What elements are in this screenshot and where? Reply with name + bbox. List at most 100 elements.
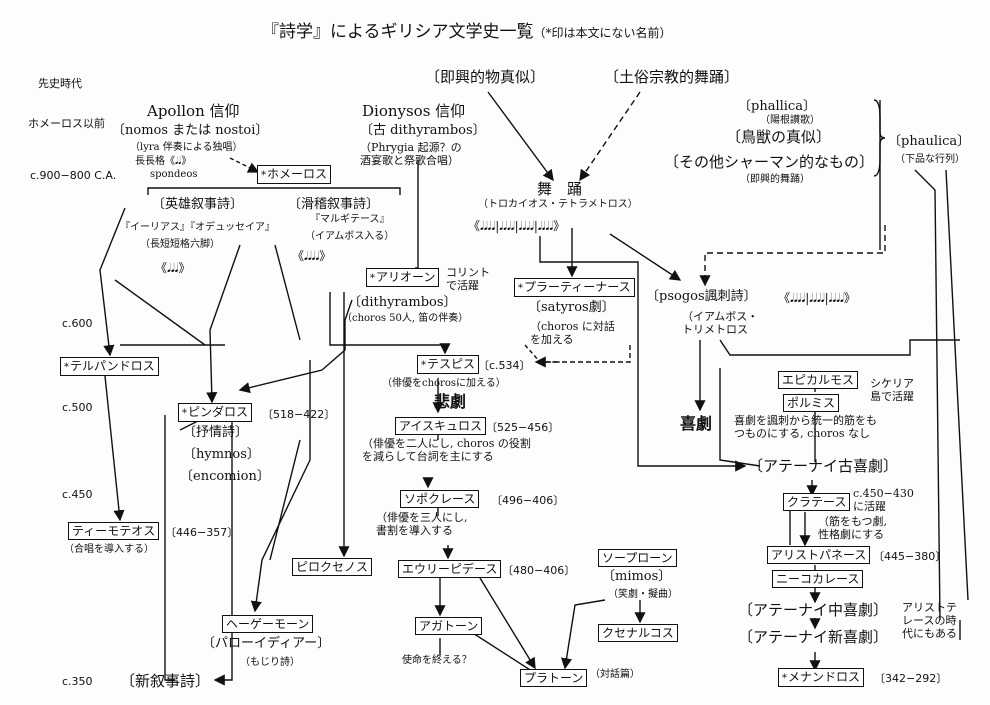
- dithyrambos-note: （choros 50人, 笛の伴奏）: [342, 313, 469, 324]
- mission-note: 使命を終える？: [402, 655, 472, 666]
- parody-note: （もじり詩）: [240, 657, 300, 668]
- phaulica: 〔phaulica〕: [888, 134, 971, 149]
- era-pre-homer: ホメーロス以前: [28, 117, 105, 130]
- sicily-note: シケリア 島で活躍: [870, 377, 914, 404]
- lyric-poetry: 〔抒情詩〕: [183, 425, 249, 440]
- hegemon-box: ヘーゲーモーン: [222, 615, 314, 633]
- phaulica-note: （下品な行列）: [895, 154, 965, 165]
- apollon-cult: Apollon 信仰: [147, 102, 240, 120]
- aeschylus-dates: 〔525−456〕: [486, 421, 560, 434]
- spondeos: spondeos: [150, 169, 198, 180]
- iambos-note: （イアムボス入る）: [305, 231, 395, 242]
- pindar-box: *ピンダロス: [178, 403, 253, 422]
- arion-note: コリント で活躍: [446, 266, 490, 293]
- aeschylus-box: アイスキュロス: [395, 417, 487, 435]
- satyros-play: 〔satyros劇〕: [528, 300, 615, 315]
- new-epic: 〔新叙事詩〕: [120, 672, 211, 690]
- right-brace-icon: [873, 99, 886, 177]
- euripides-box: エウリーピデース: [398, 560, 502, 578]
- comic-symbol: 《𝅘𝅥𝅘𝅥𝅘𝅥𝅘𝅥》: [292, 249, 332, 263]
- new-comedy: 〔アテーナイ新喜劇〕: [738, 628, 889, 646]
- lyra-note: （lyra 伴奏による独唱）: [130, 142, 243, 153]
- tragedy-label: 悲劇: [434, 392, 467, 411]
- shaman-things: 〔その他シャーマン的なもの〕: [664, 153, 875, 171]
- era-c350: c.350: [62, 675, 93, 688]
- era-c600: c.600: [62, 317, 93, 330]
- timotheos-dates: 〔446−357〕: [165, 526, 239, 539]
- pratinas-box: *プラーティーナース: [514, 278, 635, 297]
- phallica-note: （陽根讃歌）: [760, 115, 820, 126]
- timotheos-box: ティーモテオス: [68, 522, 160, 540]
- middle-comedy: 〔アテーナイ中喜劇〕: [738, 601, 889, 619]
- nomos: 〔nomos または nostoi〕: [112, 123, 269, 138]
- comedy-note: 喜劇を諷刺から統一的筋をも つものにする, choros なし: [734, 414, 877, 441]
- crates-note: （筋をもつ劇, 性格劇にする: [818, 515, 888, 542]
- dionysos-cult: Dionysos 信仰: [362, 102, 466, 120]
- crates-dates: c.450−430 に活躍: [853, 487, 914, 514]
- mimos-note: （笑劇・擬曲）: [608, 589, 678, 600]
- aristophanes-box: アリストパネース: [767, 546, 871, 564]
- era-c450: c.450: [62, 488, 93, 501]
- aristophanes-dates: 〔445−380〕: [873, 550, 947, 563]
- margites: 『マルギテース』: [310, 214, 390, 225]
- hexameter: （長短短格六脚）: [140, 239, 220, 250]
- hymnos: 〔hymnos〕: [183, 447, 260, 462]
- timotheos-note: （合唱を導入する）: [64, 544, 154, 555]
- encomion: 〔encomion〕: [180, 469, 270, 484]
- menandros-box: *メナンドロス: [778, 668, 865, 687]
- thespis-dates: 〔c.534〕: [478, 359, 531, 372]
- psogos-symbol: 《𝅘𝅥𝅘𝅥𝅘𝅥𝅘𝅥|𝅘𝅥𝅘𝅥𝅘𝅥𝅘𝅥|𝅘𝅥𝅘𝅥𝅘𝅥𝅘𝅥》: [778, 291, 856, 305]
- terpandros-box: *テルパンドロス: [60, 357, 159, 376]
- animal-mimicry: 〔鳥獣の真似〕: [726, 128, 832, 146]
- crates-box: クラテース: [783, 493, 851, 511]
- psogos-note: （イアムボス・ トリメトロス: [682, 310, 759, 337]
- old-comedy: 〔アテーナイ古喜劇〕: [748, 457, 899, 475]
- comedy-label: 喜劇: [680, 414, 713, 433]
- aeschylus-note: （俳優を二人にし, choros の役割 を減らして台詞を主にする: [362, 437, 531, 464]
- chart-title-note: （*印は本文にない名前）: [533, 26, 672, 40]
- euripides-dates: 〔480−406〕: [502, 564, 576, 577]
- arion-box: *アリオーン: [366, 268, 440, 287]
- dance-sub: （トロカイオス・テトラメトロス）: [478, 199, 638, 210]
- sophron-box: ソープローン: [598, 549, 677, 567]
- phrygia-note: （Phrygia 起源？の 酒宴歌と祭歌合唱）: [360, 141, 462, 168]
- agathon-box: アガトーン: [415, 617, 483, 635]
- homer-box: *ホメーロス: [257, 165, 332, 184]
- satyros-note: （choros に対話 を加える: [530, 320, 615, 347]
- improv-mimicry: 〔即興的物真似〕: [425, 68, 546, 86]
- chart-title: 『詩学』によるギリシア文学史一覧（*印は本文にない名前）: [262, 22, 672, 42]
- phallica: 〔phallica〕: [738, 99, 816, 114]
- dithyrambos: 〔dithyrambos〕: [348, 295, 457, 310]
- comic-epic: 〔滑稽叙事詩〕: [288, 197, 380, 212]
- era-c500: c.500: [62, 401, 93, 414]
- iliad-odyssey: 『イーリアス』『オデュッセイア』: [120, 222, 275, 233]
- xenarchos-box: クセナルコス: [598, 624, 678, 642]
- aristotle-note: アリストテ レースの時 代にもある: [902, 601, 957, 641]
- nicochares-box: ニーコカレース: [772, 570, 864, 588]
- sophocles-dates: 〔496−406〕: [491, 494, 565, 507]
- shaman-note: （即興的舞踊）: [740, 174, 810, 185]
- thespis-box: *テスピス: [417, 355, 480, 374]
- era-prehistory: 先史時代: [38, 77, 82, 90]
- pindar-dates: 〔518−422〕: [262, 408, 336, 421]
- sophocles-box: ソポクレース: [400, 490, 480, 508]
- menandros-dates: 〔342−292〕: [874, 672, 948, 685]
- folk-dance: 〔土俗宗教的舞踊〕: [604, 68, 740, 86]
- heroic-epic: 〔英雄叙事詩〕: [152, 197, 244, 212]
- sophocles-note: （俳優を三人にし, 書割を導入する: [376, 511, 468, 538]
- parody: 〔パローイディアー〕: [202, 636, 331, 651]
- phormis-box: ポルミス: [783, 394, 840, 412]
- old-dithyrambos: 〔古 dithyrambos〕: [360, 123, 486, 138]
- plato-note: （対話篇）: [590, 669, 640, 680]
- dance-label: 舞 踊: [537, 180, 583, 198]
- plato-box: プラトーン: [520, 669, 588, 687]
- philoxenos-box: ピロクセノス: [292, 558, 373, 576]
- hexameter-symbol: 《𝅘𝅥𝅘𝅥𝅘𝅥》: [155, 261, 191, 275]
- psogos: 〔psogos諷刺詩〕: [646, 289, 757, 304]
- choka: 長長格《𝅘𝅥𝅘𝅥》: [135, 156, 192, 167]
- era-c900: c.900−800 C.A.: [30, 169, 117, 182]
- mimos: 〔mimos〕: [602, 569, 672, 584]
- dance-symbol: 《𝅘𝅥𝅘𝅥𝅘𝅥𝅘𝅥|𝅘𝅥𝅘𝅥𝅘𝅥𝅘𝅥|𝅘𝅥𝅘𝅥𝅘𝅥𝅘𝅥|𝅘𝅥𝅘𝅥𝅘𝅥𝅘𝅥》: [468, 219, 566, 233]
- epicharmos-box: エピカルモス: [778, 371, 859, 389]
